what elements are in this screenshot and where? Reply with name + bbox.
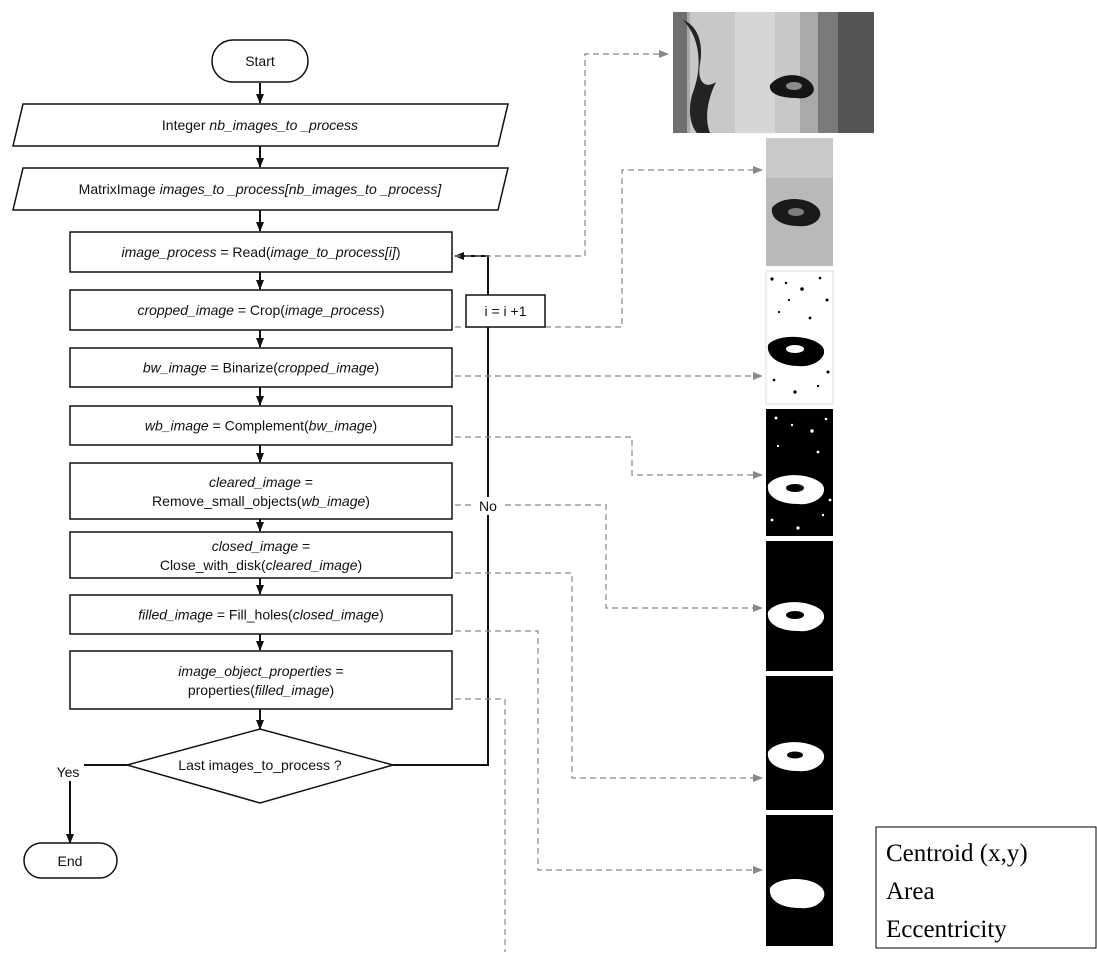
thumbnail-cropped-image	[766, 138, 833, 266]
properties-output-box: Centroid (x,y) Area Eccentricity	[875, 826, 1097, 949]
matrix-images-declaration-text: MatrixImage images_to _process[nb_images…	[79, 181, 443, 197]
decision-label: Last images_to_process ?	[178, 757, 342, 773]
step-remove-small-objects: cleared_image = Remove_small_objects(wb_i…	[69, 462, 453, 520]
thumbnail-filled-image	[766, 815, 833, 946]
property-area: Area	[886, 878, 935, 905]
thumbnail-cleaned-image	[766, 541, 833, 671]
end-terminal: End	[23, 842, 118, 879]
step-read-image-text-1: image_process = Read(image_to_process[i]…	[122, 244, 401, 260]
thumbnail-raw-image	[673, 12, 874, 133]
step-crop-image-text-1: cropped_image = Crop(image_process)	[137, 302, 384, 318]
step-read-image: image_process = Read(image_to_process[i]…	[69, 231, 453, 273]
step-complement-image: wb_image = Complement(bw_image)	[69, 405, 453, 446]
step-compute-properties: image_object_properties = properties(fill…	[69, 650, 453, 710]
step-close-with-disk: closed_image = Close_with_disk(cleared_im…	[69, 531, 453, 579]
process-steps: image_process = Read(image_to_process[i]…	[69, 231, 453, 710]
step-close-with-disk-text-1: closed_image =	[212, 538, 310, 554]
counter-increment-box: i = i +1	[465, 294, 546, 328]
thumbnail-binarized-image	[765, 270, 834, 405]
thumbnail-closed-image	[766, 676, 833, 810]
end-label: End	[58, 853, 83, 869]
step-remove-small-objects-text-1: cleared_image =	[209, 474, 313, 490]
property-eccentricity: Eccentricity	[886, 916, 1007, 943]
step-close-with-disk-text-2: Close_with_disk(cleared_image)	[160, 557, 362, 573]
matrix-images-declaration: MatrixImage images_to _process[nb_images…	[12, 167, 509, 211]
step-fill-holes: filled_image = Fill_holes(closed_image)	[69, 594, 453, 635]
step-complement-image-text-1: wb_image = Complement(bw_image)	[145, 418, 377, 434]
step-fill-holes-text-1: filled_image = Fill_holes(closed_image)	[138, 607, 384, 623]
nb-images-declaration: Integer nb_images_to _process	[12, 103, 509, 147]
step-crop-image: cropped_image = Crop(image_process)	[69, 289, 453, 331]
start-terminal: Start	[211, 39, 309, 83]
step-binarize-image-text-1: bw_image = Binarize(cropped_image)	[143, 360, 379, 376]
step-compute-properties-text-1: image_object_properties =	[178, 663, 343, 679]
no-branch-label: No	[479, 498, 497, 514]
step-remove-small-objects-text-2: Remove_small_objects(wb_image)	[152, 493, 370, 509]
decision-diamond: Last images_to_process ?	[124, 728, 396, 804]
counter-increment-label: i = i +1	[484, 303, 526, 319]
property-centroid: Centroid (x,y)	[886, 840, 1028, 867]
start-label: Start	[245, 53, 275, 69]
yes-branch-label: Yes	[57, 764, 80, 780]
step-compute-properties-text-2: properties(filled_image)	[188, 682, 334, 698]
nb-images-declaration-text: Integer nb_images_to _process	[162, 117, 358, 133]
thumbnail-complement-image	[766, 409, 833, 536]
step-binarize-image: bw_image = Binarize(cropped_image)	[69, 347, 453, 388]
